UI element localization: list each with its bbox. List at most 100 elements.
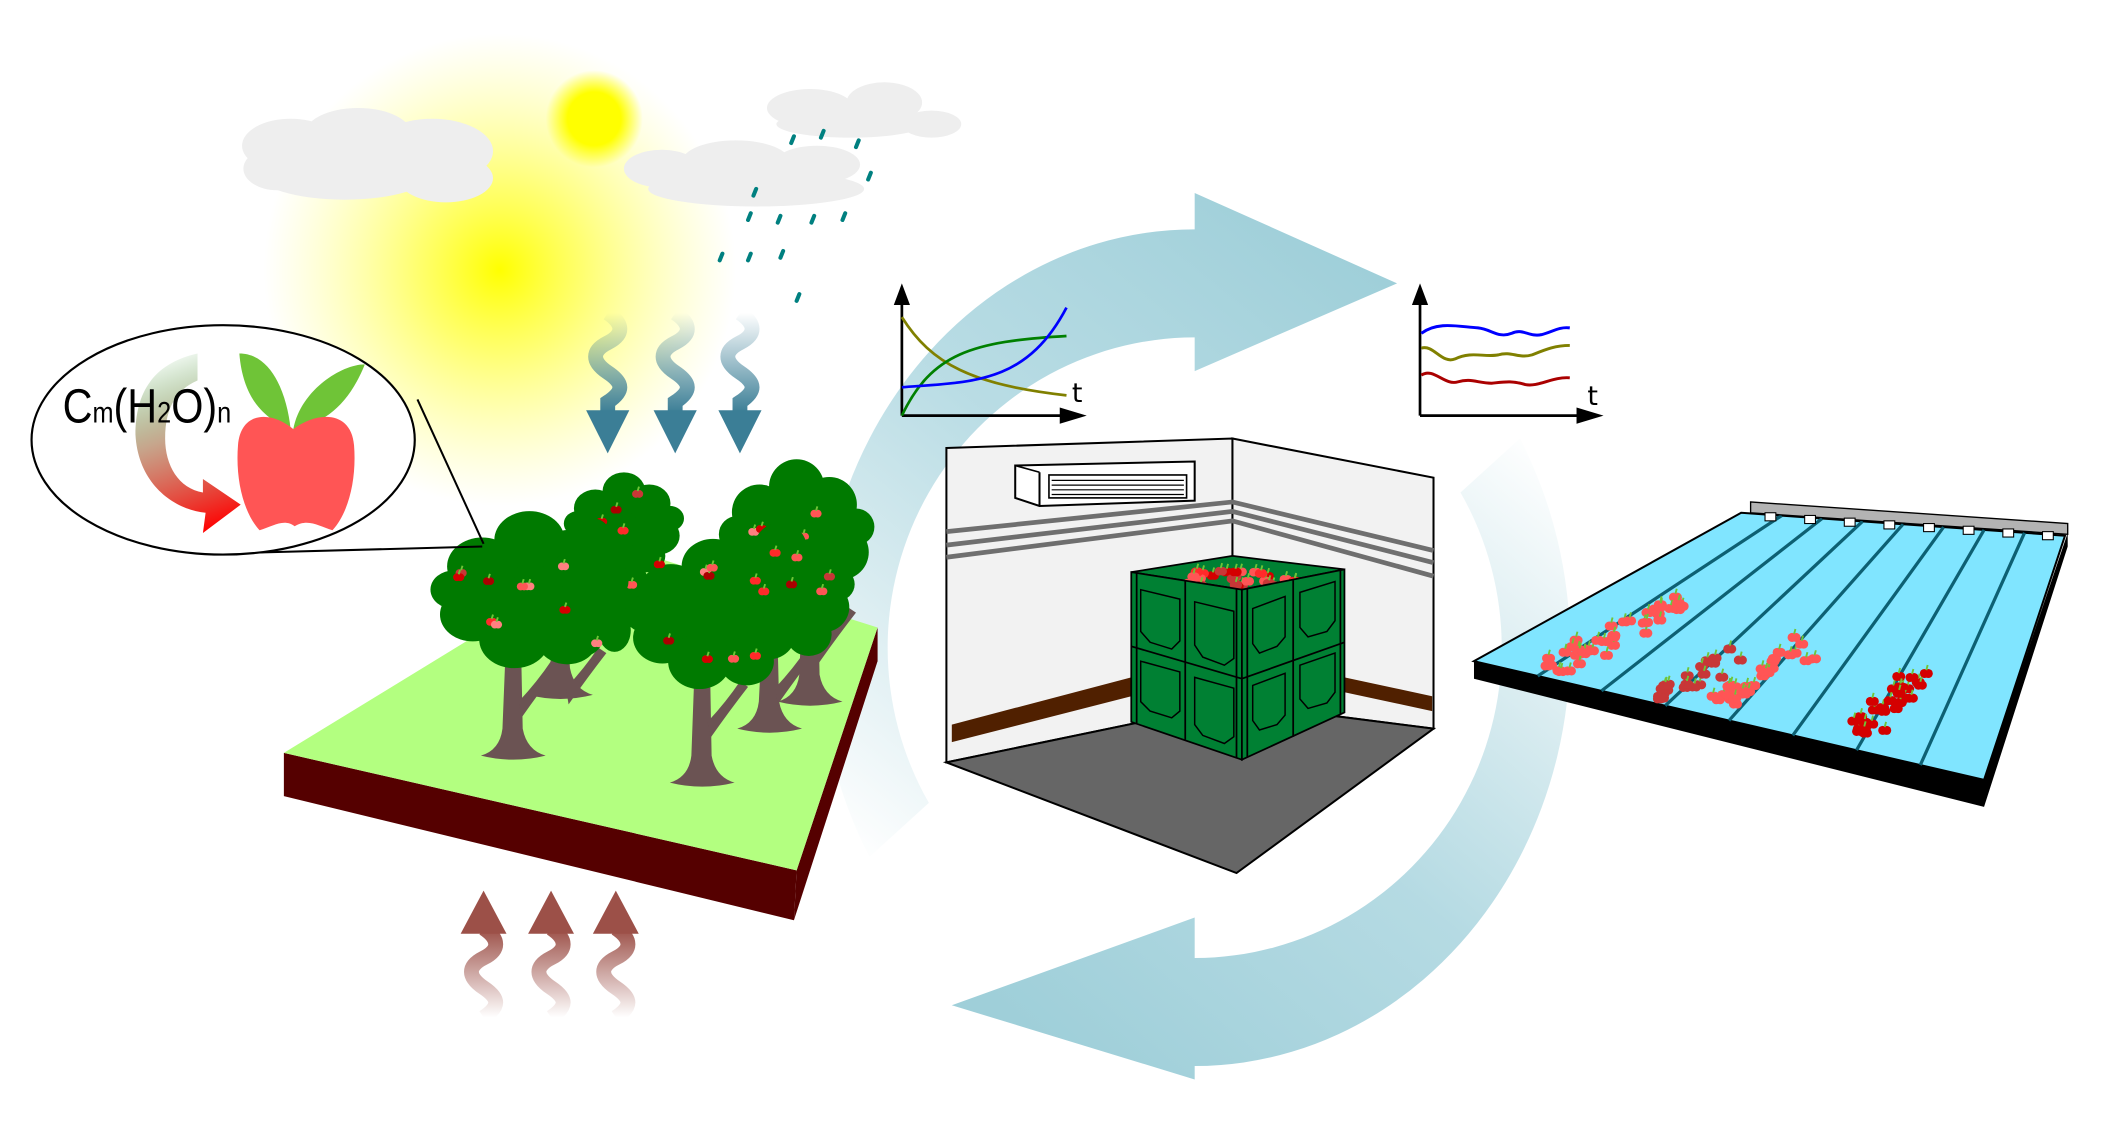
cycle-arrow-lower [951,438,1571,1080]
apple-body [706,572,715,580]
apple-leaf [1883,721,1887,728]
apple-leaf [527,578,532,584]
apple-icon [1736,683,1750,697]
apple-leaf [1739,651,1743,657]
apple-icon [1913,676,1927,690]
apple-leaf [1730,676,1734,683]
carbohydrate-formula: Cm(H2O)n [63,379,232,433]
tree-canopy [581,562,629,602]
air-conditioner-icon [1014,460,1196,508]
apple-body [1595,635,1605,645]
apple-body [1589,646,1599,656]
apple-leaf [774,545,778,551]
apple-icon [1904,689,1918,703]
tree-branch [815,607,856,664]
rain-drop [818,128,826,140]
tree-canopy [624,595,667,633]
apple-leaf [1219,562,1224,569]
sun-icon [545,70,643,168]
apple-leaf [1254,563,1258,570]
apple-leaf [1266,567,1270,574]
apple-icon [1706,687,1720,701]
apple-icon [453,569,465,582]
apple-body [819,587,828,596]
apple-leaf [1246,572,1251,579]
rain-drop [794,292,802,303]
apple-body [813,509,822,518]
apple-body [789,580,798,589]
apple-leaf [1897,667,1902,674]
apple-body [1861,725,1871,735]
apple-leaf [562,558,566,564]
apple-body [1737,655,1747,665]
apple-body [772,549,781,557]
apple-icon [1865,715,1879,729]
apple-leaf [1578,655,1582,661]
apple-leaf [600,514,604,520]
apple-leaf [754,573,758,579]
apple-icon [237,353,365,531]
soil-side [793,627,878,921]
apple-leaf [1268,575,1272,581]
apple-icon [810,506,822,518]
sorter-head [1749,501,2069,541]
apple-body [1576,659,1586,669]
cold-storage-room [942,437,1437,875]
apple-leaf [595,635,599,641]
apple-icon [785,576,798,589]
baseboard [1344,677,1433,712]
apple-body [1258,569,1268,578]
apple-leaf [1863,721,1867,727]
apple-leaf [1658,611,1663,617]
arrow-head [653,410,697,454]
sorter-gate [2002,528,2015,538]
apple-leaf [1714,649,1718,655]
apple-leaf [1667,675,1671,682]
apple-body [1691,682,1701,692]
apple-leaf [1234,576,1239,583]
apple-body [1558,667,1568,677]
apple-icon [1905,668,1919,683]
rain-drop [746,251,753,263]
apple-leaf [658,556,662,562]
apple-leaf [1578,642,1582,649]
apple-body [1566,666,1576,676]
apple-body [1787,650,1797,660]
apple-body [1611,630,1621,640]
apple-leaf [630,577,634,583]
apple-icon [1795,635,1809,649]
apple-leaf [1568,662,1572,668]
time-axis-label: t [1587,381,1598,412]
apple-icon [1599,646,1613,660]
apple-leaf [1664,676,1668,683]
apple-leaf [1898,684,1902,691]
apple-body [486,577,495,586]
apple-body [1869,719,1879,729]
water-arrow-icon [653,306,697,454]
sorter-gate [1804,514,1817,525]
apple-leaf [1919,676,1923,683]
arrow-shaft [596,922,636,1024]
apple-body [620,526,629,535]
formula-c: C [63,379,93,433]
apple-body [1776,647,1786,657]
apple-icon [625,577,638,589]
tree-canopy [668,633,731,690]
apple-icon [1680,675,1694,689]
apple-body [761,587,770,596]
apple-leaf [1889,691,1893,698]
apple-body [1851,716,1861,726]
apple-body [1726,681,1736,692]
apple-leaf [1778,643,1782,650]
tree-canopy [602,472,646,510]
rain-drop [775,213,783,225]
apple-body [1627,616,1637,626]
apple-leaf [1225,563,1229,570]
apple-leaf [1728,640,1733,646]
apple-leaf [1747,682,1751,689]
conveyor-belt [1471,511,2067,782]
apple-leaf [1793,628,1797,635]
sorted-apples [1540,588,1933,738]
apple-body [1233,580,1243,590]
apple-icon [610,502,622,514]
